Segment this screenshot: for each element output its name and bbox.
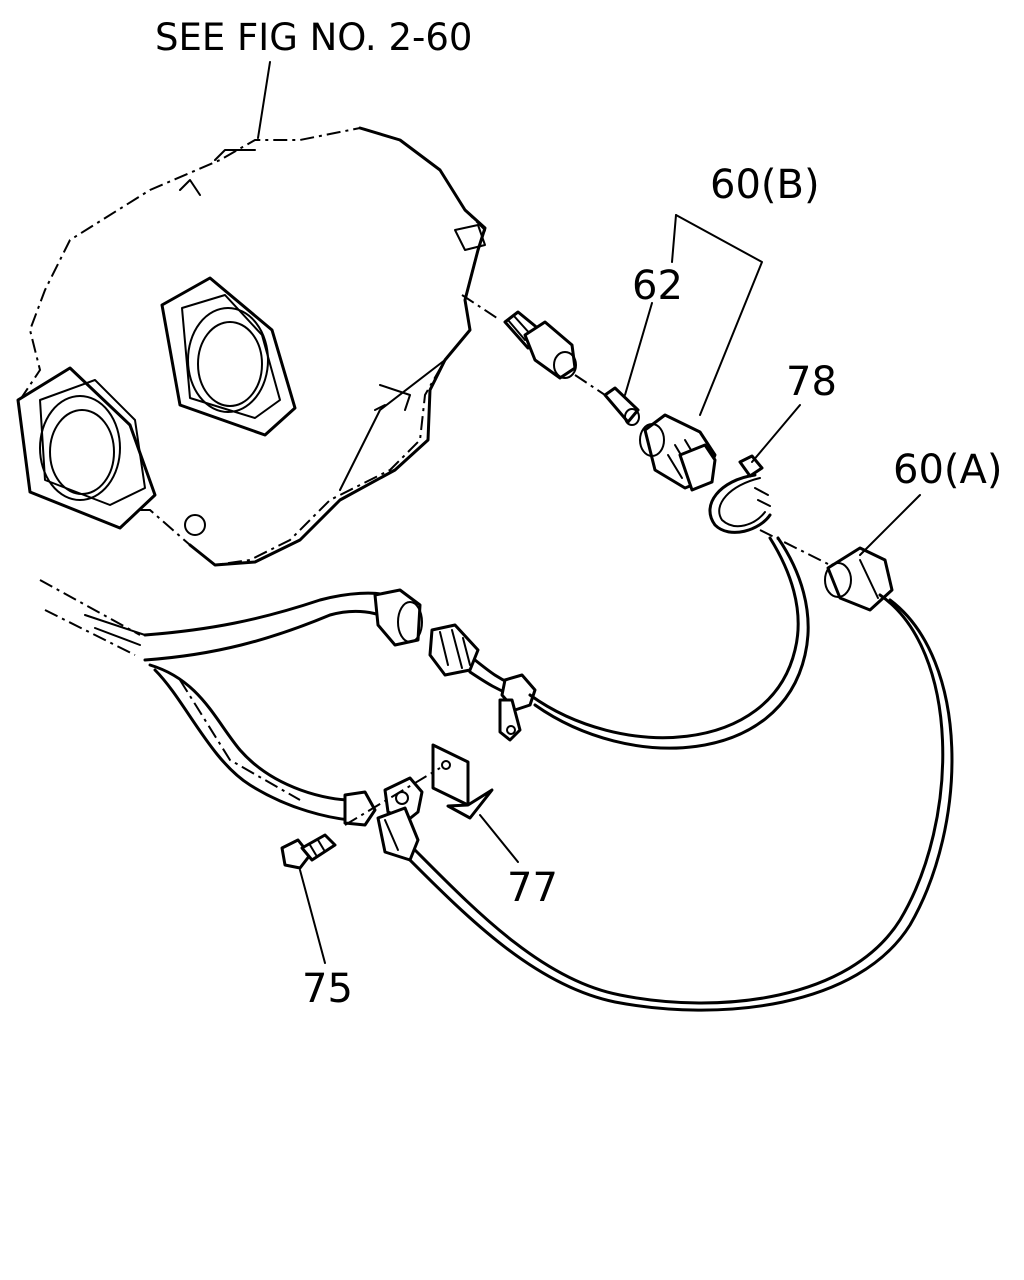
center-line-lower [759,529,831,566]
leader-60b-left [671,214,677,263]
cable-clamp [376,776,424,862]
callout-62: 62 [632,263,683,309]
callout-60b: 60(B) [710,162,820,208]
callout-78: 78 [786,359,837,405]
callout-60a: 60(A) [893,447,1002,493]
speed-sensor [639,413,717,492]
leader-60b-right [675,214,763,416]
callout-75: 75 [302,966,353,1012]
leader-62 [624,302,653,396]
leader-60a [859,494,921,556]
bolt-part [280,833,337,870]
leader-78 [751,404,801,463]
reference-note: SEE FIG NO. 2-60 [155,16,472,59]
cable-end-cap [824,546,894,612]
pin-part [603,386,640,426]
wire-harness [39,536,954,1012]
clamp-band [708,454,772,534]
driven-gear [503,310,577,380]
bracket-part [344,743,494,826]
callout-77: 77 [507,865,558,911]
reference-leader-line [257,61,271,139]
center-line-upper [461,294,501,321]
leader-75 [299,869,326,964]
transmission-housing [16,126,487,567]
leader-77 [479,814,519,863]
center-line-middle [574,374,621,406]
